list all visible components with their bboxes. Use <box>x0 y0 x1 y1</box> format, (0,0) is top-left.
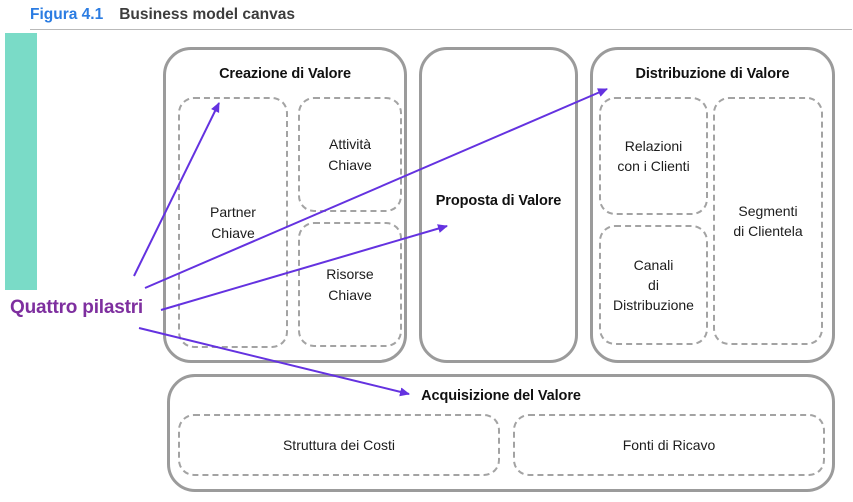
key-activities-cell: Attività Chiave <box>298 97 402 212</box>
distribution-block: Distribuzione di Valore Relazioni con i … <box>590 47 835 363</box>
margin-accent-bar <box>5 33 37 290</box>
cost-structure-cell: Struttura dei Costi <box>178 414 500 476</box>
customer-segments-label: Segmenti di Clientela <box>733 202 803 239</box>
proposition-block: Proposta di Valore <box>419 47 578 363</box>
creation-title: Creazione di Valore <box>219 66 351 82</box>
customer-segments-cell: Segmenti di Clientela <box>713 97 823 345</box>
distribution-channels-label: Canali di Distribuzione <box>613 256 694 314</box>
partner-label: Partner Chiave <box>210 204 256 241</box>
acquisition-block: Acquisizione del Valore Struttura dei Co… <box>167 374 835 492</box>
figure-title: Business model canvas <box>119 6 295 23</box>
pillars-annotation: Quattro pilastri <box>10 297 143 318</box>
figure-number: Figura 4.1 <box>30 6 104 23</box>
key-resources-label: Risorse Chiave <box>326 266 374 303</box>
key-activities-label: Attività Chiave <box>328 136 372 173</box>
partner-cell: Partner Chiave <box>178 97 288 348</box>
cost-structure-label: Struttura dei Costi <box>282 436 396 453</box>
key-resources-cell: Risorse Chiave <box>298 222 402 347</box>
creation-block: Creazione di Valore Partner Chiave Attiv… <box>163 47 407 363</box>
revenue-streams-cell: Fonti di Ricavo <box>513 414 825 476</box>
header-rule <box>30 29 852 30</box>
customer-relations-cell: Relazioni con i Clienti <box>599 97 708 215</box>
customer-relations-label: Relazioni con i Clienti <box>617 137 690 174</box>
figure-header: Figura 4.1 Business model canvas <box>30 6 295 24</box>
revenue-streams-label: Fonti di Ricavo <box>622 436 716 453</box>
proposition-title: Proposta di Valore <box>435 193 562 209</box>
distribution-channels-cell: Canali di Distribuzione <box>599 225 708 345</box>
distribution-title: Distribuzione di Valore <box>635 66 790 82</box>
acquisition-title: Acquisizione del Valore <box>421 388 581 404</box>
